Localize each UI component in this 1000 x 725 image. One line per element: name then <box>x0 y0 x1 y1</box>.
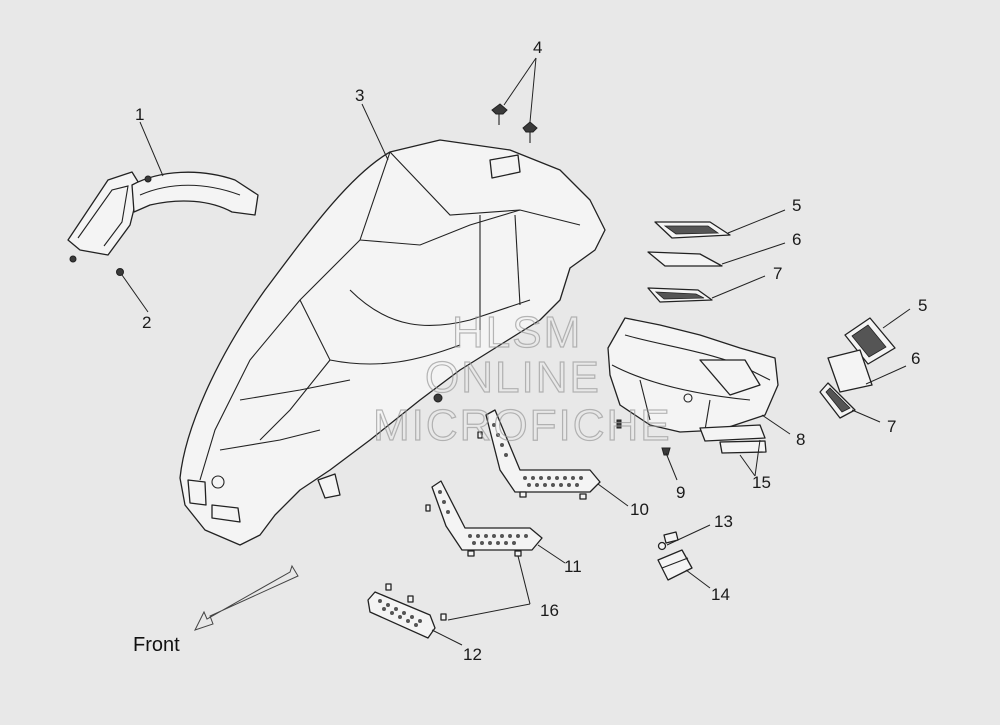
part-fastener-b <box>116 268 124 276</box>
part-air-box <box>607 317 779 433</box>
watermark-line-3: MICROFICHE <box>373 401 672 450</box>
part-hood <box>179 139 606 546</box>
callout-label: 11 <box>564 557 582 576</box>
part-air-duct <box>67 171 259 256</box>
callout-label: 2 <box>142 313 151 332</box>
callout-label: 12 <box>463 645 482 664</box>
watermark-line-2: ONLINE <box>425 353 601 402</box>
part-screws <box>491 103 538 143</box>
callout-label: 15 <box>752 473 771 492</box>
callout-label: 6 <box>911 349 920 368</box>
callout-label: 7 <box>773 264 782 283</box>
callout-label: 3 <box>355 86 364 105</box>
callout-label: 6 <box>792 230 801 249</box>
part-grille-lower <box>425 480 543 557</box>
callout-label: 8 <box>796 430 805 449</box>
callout-label: 14 <box>711 585 730 604</box>
part-strips-side <box>819 317 896 419</box>
part-grille-upper <box>477 409 601 500</box>
part-clip <box>661 447 671 456</box>
part-bracket <box>657 531 693 581</box>
callout-label: 5 <box>918 296 927 315</box>
callout-label: 16 <box>540 601 559 620</box>
callout-label: 7 <box>887 417 896 436</box>
part-strips-upper <box>647 221 731 303</box>
part-clip-small <box>616 419 622 429</box>
callout-numbers: 1 2 3 4 5 6 7 8 9 10 11 12 13 14 15 16 5… <box>135 38 927 664</box>
callout-label: 4 <box>533 38 542 57</box>
callout-label: 10 <box>630 500 649 519</box>
leader-lines <box>121 57 911 646</box>
part-pads <box>699 424 767 454</box>
callout-label: 5 <box>792 196 801 215</box>
part-fastener-a <box>69 255 77 263</box>
callout-label: 9 <box>676 483 685 502</box>
watermark: HLSM ONLINE MICROFICHE <box>372 307 672 450</box>
watermark-line-1: HLSM <box>452 308 582 357</box>
callout-label: 1 <box>135 105 144 124</box>
front-arrow-icon <box>194 564 299 631</box>
part-grille-small <box>367 583 447 639</box>
callout-label: 13 <box>714 512 733 531</box>
front-label: Front <box>133 634 180 656</box>
